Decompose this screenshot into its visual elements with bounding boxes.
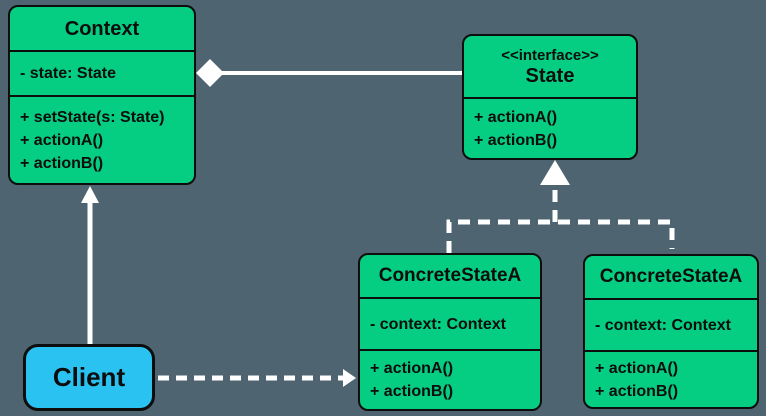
client-label: Client: [52, 362, 126, 392]
class-name: ConcreteStateA: [599, 266, 743, 287]
class-stereotype: <<interface>>: [501, 46, 599, 64]
method-line: + actionB(): [20, 154, 104, 172]
class-attributes-section: - context: Context: [585, 298, 757, 350]
class-name: State: [525, 64, 575, 87]
method-line: + setState(s: State): [20, 108, 165, 126]
attribute-line: - context: Context: [595, 316, 731, 334]
realization-dashed-path: [446, 219, 675, 253]
client-concrete-arrowhead-icon: [343, 369, 356, 387]
class-attributes-section: - context: Context: [360, 297, 540, 349]
class-box-context: Context - state: State + setState(s: Sta…: [8, 5, 196, 185]
method-line: + actionA(): [474, 108, 558, 126]
class-title-bar: <<interface>> State: [464, 36, 636, 97]
class-title-bar: ConcreteStateA: [360, 255, 540, 297]
class-title-bar: ConcreteStateA: [585, 256, 757, 298]
class-name: Context: [64, 17, 140, 40]
class-methods-section: + actionA() + actionB(): [464, 97, 636, 158]
class-attributes-section: - state: State: [10, 50, 194, 95]
class-methods-section: + actionA() + actionB(): [360, 349, 540, 409]
method-line: + actionA(): [370, 360, 454, 377]
client-actor-box: Client: [23, 344, 155, 411]
attribute-line: - context: Context: [370, 315, 506, 333]
attribute-line: - state: State: [20, 65, 117, 82]
class-methods-section: + setState(s: State) + actionA() + actio…: [10, 95, 194, 183]
method-line: + actionA(): [595, 359, 679, 377]
client-context-arrowhead-icon: [81, 186, 99, 203]
method-line: + actionB(): [595, 382, 679, 400]
realization-triangle-icon: [540, 160, 570, 185]
method-line: + actionB(): [474, 131, 558, 149]
aggregation-diamond-icon: [196, 59, 224, 87]
class-box-concrete-state-right: ConcreteStateA - context: Context + acti…: [583, 254, 759, 409]
class-name: ConcreteStateA: [378, 265, 522, 286]
class-box-concrete-state-left: ConcreteStateA - context: Context + acti…: [358, 253, 542, 411]
method-line: + actionA(): [20, 131, 104, 149]
method-line: + actionB(): [370, 383, 454, 400]
class-title-bar: Context: [10, 7, 194, 50]
class-box-state-interface: <<interface>> State + actionA() + action…: [462, 34, 638, 160]
class-methods-section: + actionA() + actionB(): [585, 350, 757, 407]
